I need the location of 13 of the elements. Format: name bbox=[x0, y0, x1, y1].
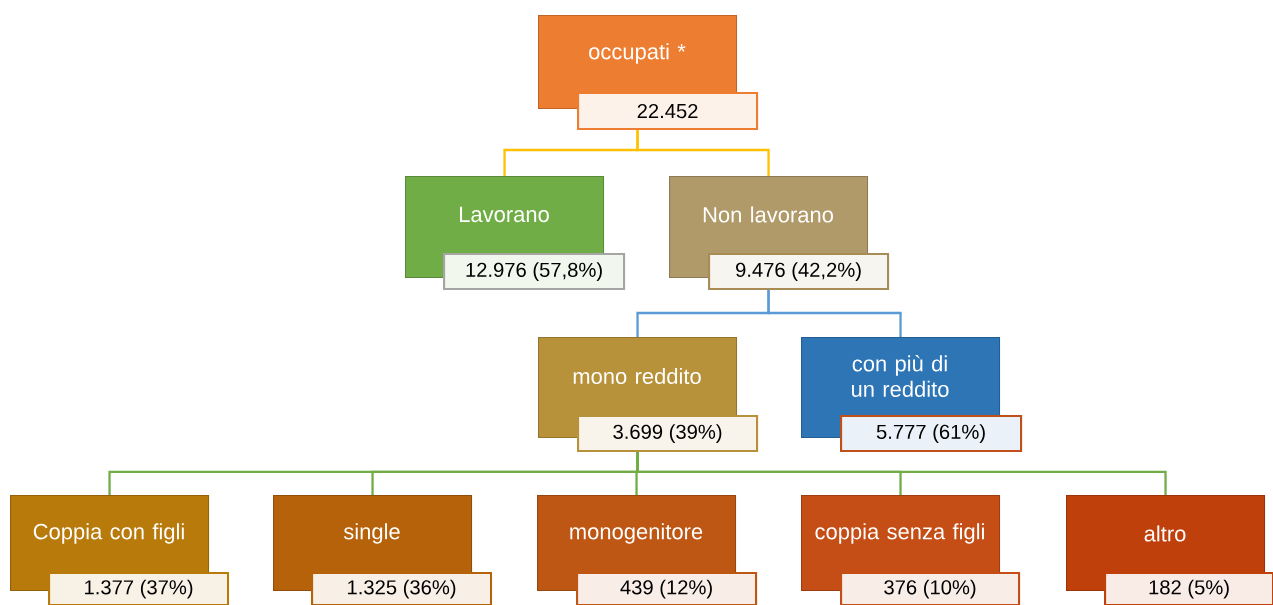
org-box: Coppia con figli 1.377 (37%) bbox=[10, 495, 230, 605]
connector-line bbox=[636, 452, 1167, 495]
org-box: Lavorano 12.976 (57,8%) bbox=[405, 176, 626, 291]
org-box: monogenitore 439 (12%) bbox=[537, 495, 758, 605]
org-box: mono reddito 3.699 (39%) bbox=[538, 337, 759, 453]
org-box: occupati * 22.452 bbox=[538, 15, 759, 131]
connector-line bbox=[767, 290, 902, 337]
org-box: single 1.325 (36%) bbox=[273, 495, 493, 605]
connector-line bbox=[636, 130, 770, 176]
org-box: coppia senza figli 376 (10%) bbox=[801, 495, 1021, 605]
org-box: altro 182 (5%) bbox=[1066, 495, 1273, 605]
org-box: Non lavorano 9.476 (42,2%) bbox=[669, 176, 890, 291]
org-box: con più di un reddito 5.777 (61%) bbox=[801, 337, 1023, 453]
